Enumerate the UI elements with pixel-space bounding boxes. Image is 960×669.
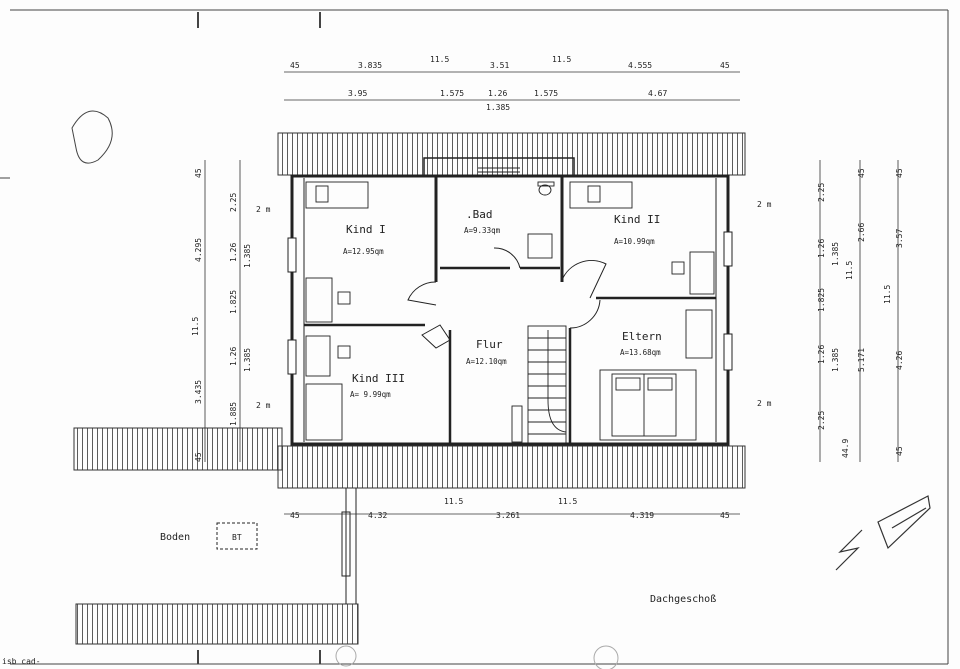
dimension-label: 11.5 [430, 55, 449, 64]
dimension-label: 4.26 [895, 351, 904, 370]
dims-right-col1: 2.25 1.26 1.385 1.825 1.26 1.385 2.25 44… [817, 183, 850, 458]
room-bad-name: .Bad [466, 208, 493, 221]
room-labels: Kind I A=12.95qm .Bad A=9.33qm Kind II A… [343, 208, 662, 399]
room-kind3-area: A= 9.99qm [350, 390, 391, 399]
dimension-label: 11.5 [552, 55, 571, 64]
dimension-label: 1.385 [831, 242, 840, 266]
dimension-label: 11.5 [558, 497, 577, 506]
staircase [511, 325, 567, 445]
north-arrow-icon [835, 495, 931, 571]
dimension-label: 45 [290, 511, 300, 520]
dims-right-col3: 45 3.57 11.5 4.26 45 [883, 168, 904, 456]
height-mark: 2 m [757, 399, 772, 408]
dimension-label: 45 [720, 61, 730, 70]
dims-top-row1: 45 3.835 11.5 3.51 11.5 4.555 45 [290, 55, 730, 70]
dimension-label: 4.32 [368, 511, 387, 520]
dimension-label: 4.555 [628, 61, 652, 70]
dimension-label: 45 [290, 61, 300, 70]
dimension-label: 2.25 [229, 193, 238, 212]
room-bad-area: A=9.33qm [464, 226, 501, 235]
dimension-label: 45 [895, 168, 904, 178]
dimension-label: 3.261 [496, 511, 520, 520]
dimension-label: 3.95 [348, 89, 367, 98]
dimension-label: 1.385 [486, 103, 510, 112]
dimension-label: 3.51 [490, 61, 509, 70]
dimension-label: 3.835 [358, 61, 382, 70]
windows [287, 231, 733, 577]
binding-circles [335, 645, 619, 669]
corner-text: isb cad- [2, 657, 41, 666]
dimension-label: 45 [720, 511, 730, 520]
storage-attic [216, 488, 357, 604]
dimension-label: 1.26 [817, 239, 826, 258]
room-kind3-name: Kind III [352, 372, 405, 385]
storage-tag: BT [232, 533, 242, 542]
dimension-label: 11.5 [845, 261, 854, 280]
room-kind2-area: A=10.99qm [614, 237, 655, 246]
dimension-label: 2.25 [817, 183, 826, 202]
dimension-label: 45 [895, 446, 904, 456]
dimension-label: 1.26 [229, 243, 238, 262]
dims-right-col2: 45 11.5 5.171 2.66 [845, 168, 866, 372]
dimension-label: 3.435 [194, 380, 203, 404]
room-eltern-area: A=13.68qm [620, 348, 661, 357]
dimension-label: 44.9 [841, 439, 850, 458]
dimension-lines [204, 71, 899, 515]
dimension-label: 45 [194, 168, 203, 178]
height-marks: 2 m 2 m 2 m 2 m [256, 200, 772, 410]
dimension-label: 1.885 [229, 402, 238, 426]
height-mark: 2 m [256, 401, 271, 410]
dimension-label: 1.825 [229, 290, 238, 314]
dims-left-inner: 2.25 1.26 1.385 1.825 1.26 1.385 1.885 [229, 193, 252, 426]
dimension-label: 45 [194, 452, 203, 462]
dimension-label: 1.385 [831, 348, 840, 372]
walls [290, 157, 730, 446]
room-flur-area: A=12.10qm [466, 357, 507, 366]
sheet-frame [0, 9, 949, 665]
sketch-mark-icon [71, 110, 113, 164]
room-kind1-area: A=12.95qm [343, 247, 384, 256]
storage-label: Boden [160, 532, 190, 543]
room-flur-name: Flur [476, 338, 503, 351]
dimension-label: 5.171 [857, 348, 866, 372]
dimension-label: 4.319 [630, 511, 654, 520]
door-swings [407, 247, 607, 349]
dimension-label: 11.5 [191, 317, 200, 336]
dimension-label: 1.575 [440, 89, 464, 98]
dimension-label: 11.5 [444, 497, 463, 506]
dimension-label: 1.575 [534, 89, 558, 98]
dimension-label: 2.25 [817, 411, 826, 430]
dimension-label: 2.66 [857, 223, 866, 242]
room-kind2-name: Kind II [614, 213, 660, 226]
dimension-label: 1.385 [243, 348, 252, 372]
dimension-label: 4.67 [648, 89, 667, 98]
dimension-label: 11.5 [883, 285, 892, 304]
height-mark: 2 m [757, 200, 772, 209]
room-kind1-name: Kind I [346, 223, 386, 236]
dims-top-row2: 3.95 1.575 1.26 1.385 1.575 4.67 [348, 89, 667, 112]
dimension-label: 45 [857, 168, 866, 178]
dimension-label: 1.385 [243, 244, 252, 268]
room-eltern-name: Eltern [622, 330, 662, 343]
dimension-label: 4.295 [194, 238, 203, 262]
dimension-label: 3.57 [895, 229, 904, 248]
dims-bottom: 45 4.32 11.5 3.261 11.5 4.319 45 [290, 497, 730, 520]
floor-title: Dachgeschoß [650, 594, 716, 605]
dimension-label: 1.825 [817, 288, 826, 312]
dims-left-outer: 45 4.295 11.5 3.435 45 [191, 168, 203, 462]
furniture [305, 181, 715, 441]
dimension-label: 1.26 [817, 345, 826, 364]
dimension-label: 1.26 [488, 89, 507, 98]
height-mark: 2 m [256, 205, 271, 214]
dimension-label: 1.26 [229, 347, 238, 366]
